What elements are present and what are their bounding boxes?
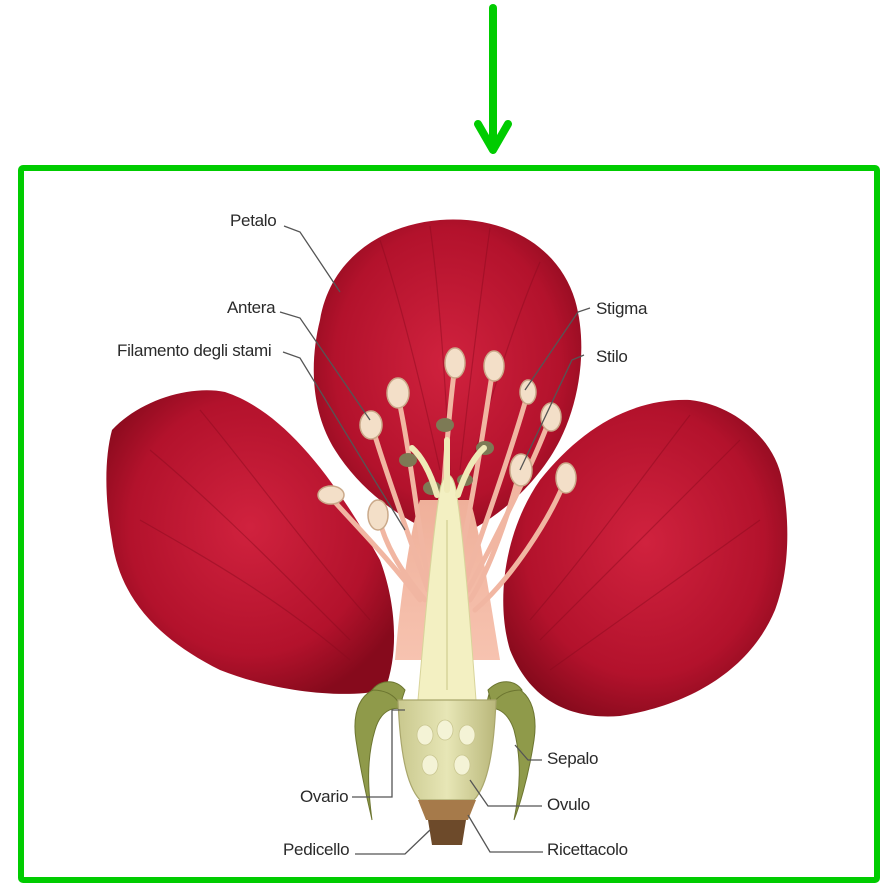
label-sepalo: Sepalo bbox=[547, 749, 598, 768]
anther bbox=[360, 411, 382, 439]
pedicel bbox=[428, 820, 466, 845]
anther bbox=[510, 454, 532, 486]
label-stigma: Stigma bbox=[596, 299, 648, 318]
anther bbox=[387, 378, 409, 408]
anther bbox=[520, 380, 536, 404]
ovary bbox=[398, 700, 496, 800]
anther bbox=[556, 463, 576, 493]
left-sepal bbox=[355, 687, 405, 820]
down-arrow-icon bbox=[478, 8, 508, 150]
anther bbox=[541, 403, 561, 431]
label-filamento: Filamento degli stami bbox=[117, 341, 271, 360]
label-ovario: Ovario bbox=[300, 787, 348, 806]
anther bbox=[445, 348, 465, 378]
label-ricettacolo: Ricettacolo bbox=[547, 840, 628, 859]
anther bbox=[484, 351, 504, 381]
receptacle bbox=[418, 800, 476, 820]
label-petalo: Petalo bbox=[230, 211, 276, 230]
anther bbox=[318, 486, 344, 504]
label-ovulo: Ovulo bbox=[547, 795, 590, 814]
anther bbox=[368, 500, 388, 530]
label-pedicello: Pedicello bbox=[283, 840, 349, 859]
label-antera: Antera bbox=[227, 298, 276, 317]
label-stilo: Stilo bbox=[596, 347, 628, 366]
